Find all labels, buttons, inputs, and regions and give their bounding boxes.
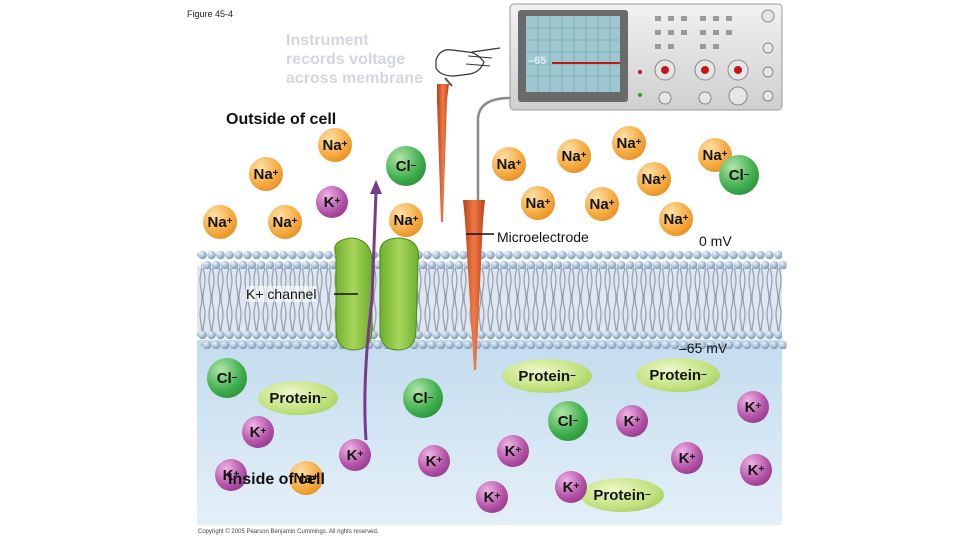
ion-symbol: Cl [412, 389, 428, 407]
potassium-ion: K+ [737, 391, 769, 423]
ion-symbol: Na [525, 194, 545, 212]
ion-symbol: Na [702, 146, 722, 164]
inside-of-cell-label: Inside of cell [228, 471, 325, 488]
chloride-ion: Cl– [719, 155, 759, 195]
ion-symbol: K [346, 446, 358, 464]
potassium-ion: K+ [740, 454, 772, 486]
instrument-caption-line: Instrument [286, 32, 369, 49]
reference-electrode [437, 84, 449, 222]
sodium-ion: Na+ [585, 187, 619, 221]
instrument-caption: Instrument records voltage across membra… [286, 31, 466, 88]
protein-anion: Protein– [636, 358, 720, 392]
ion-symbol: Na [616, 134, 636, 152]
outside-voltage-label: 0 mV [699, 233, 732, 249]
sodium-ion: Na+ [557, 139, 591, 173]
ion-symbol: K [483, 488, 495, 506]
k-channel-label: K+ channel [246, 286, 317, 302]
ion-symbol: Cl [395, 157, 411, 175]
potassium-ion: K+ [418, 445, 450, 477]
ion-symbol: Na [589, 195, 609, 213]
potassium-ion: K+ [242, 416, 274, 448]
protein-label: Protein [593, 486, 646, 504]
chloride-ion: Cl– [403, 378, 443, 418]
sodium-ion: Na+ [203, 205, 237, 239]
oscilloscope-readout: –65 [528, 55, 547, 67]
ion-symbol: K [222, 466, 234, 484]
microelectrode [463, 200, 485, 370]
protein-anion: Protein– [502, 359, 592, 393]
ion-symbol: Cl [728, 166, 744, 184]
protein-anion: Protein– [258, 381, 338, 415]
ion-symbol: Na [207, 213, 227, 231]
chloride-ion: Cl– [548, 401, 588, 441]
ion-symbol: K [623, 412, 635, 430]
ion-symbol: Na [496, 155, 516, 173]
protein-anion: Protein– [580, 478, 664, 512]
ion-symbol: K [323, 193, 335, 211]
ion-symbol: Na [253, 165, 273, 183]
microelectrode-label: Microelectrode [497, 229, 589, 245]
ion-symbol: Na [663, 210, 683, 228]
sodium-ion: Na+ [289, 461, 323, 495]
ion-symbol: K [249, 423, 261, 441]
chloride-ion: Cl– [207, 358, 247, 398]
instrument-caption-line: across membrane [286, 70, 423, 87]
protein-label: Protein [269, 389, 322, 407]
protein-label: Protein [649, 366, 702, 384]
sodium-ion: Na+ [612, 126, 646, 160]
chloride-ion: Cl– [386, 146, 426, 186]
ion-symbol: K [562, 478, 574, 496]
sodium-ion: Na+ [389, 203, 423, 237]
ion-symbol: Na [322, 136, 342, 154]
ion-symbol: K [744, 398, 756, 416]
protein-label: Protein [518, 367, 571, 385]
ion-symbol: Cl [557, 412, 573, 430]
potassium-ion: K+ [497, 435, 529, 467]
copyright-notice: Copyright © 2005 Pearson Benjamin Cummin… [198, 529, 379, 535]
hand-pointer-icon [435, 47, 501, 77]
figure-label: Figure 45-4 [187, 9, 234, 19]
sodium-ion: Na+ [268, 205, 302, 239]
ion-symbol: K [747, 461, 759, 479]
ion-symbol: K [504, 442, 516, 460]
sodium-ion: Na+ [249, 157, 283, 191]
sodium-ion: Na+ [318, 128, 352, 162]
ion-symbol: Na [272, 213, 292, 231]
electrode-wire [476, 96, 511, 210]
ion-symbol: K [678, 449, 690, 467]
sodium-ion: Na+ [521, 186, 555, 220]
sodium-ion: Na+ [637, 162, 671, 196]
sodium-ion: Na+ [659, 202, 693, 236]
k-efflux-arrow [363, 191, 378, 441]
potassium-ion: K+ [215, 459, 247, 491]
potassium-ion: K+ [339, 439, 371, 471]
inside-voltage-label: –65 mV [679, 340, 728, 356]
ion-symbol: Na [641, 170, 661, 188]
ion-symbol: Na [393, 211, 413, 229]
potassium-ion: K+ [671, 442, 703, 474]
potassium-ion: K+ [555, 471, 587, 503]
ion-symbol: Cl [216, 369, 232, 387]
potassium-ion: K+ [616, 405, 648, 437]
k-efflux-arrowhead [370, 180, 382, 194]
potassium-ion: K+ [316, 186, 348, 218]
ion-symbol: K [425, 452, 437, 470]
instrument-caption-line: records voltage [286, 51, 406, 68]
ion-symbol: Na [561, 147, 581, 165]
ion-symbol: Na [293, 469, 313, 487]
sodium-ion: Na+ [492, 147, 526, 181]
potassium-ion: K+ [476, 481, 508, 513]
outside-of-cell-label: Outside of cell [226, 111, 337, 128]
oscilloscope [509, 3, 783, 111]
